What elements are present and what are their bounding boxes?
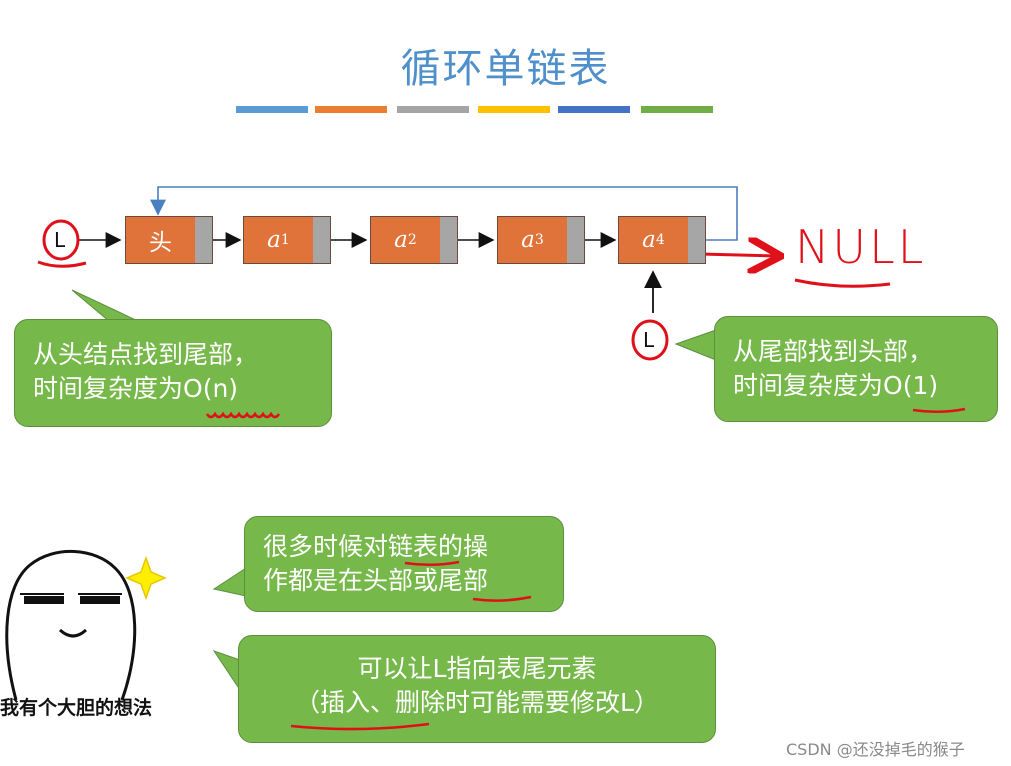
node-label: 头 (149, 230, 172, 256)
node-data: 头 (125, 216, 196, 264)
idea2-line2: （插入、删除时可能需要修改L） (295, 688, 659, 717)
idea1-line2: 作都是在头部或尾部 (263, 566, 489, 595)
bubble-tail-right (674, 329, 717, 361)
node-pointer-field (440, 216, 458, 264)
color-bar (315, 106, 387, 113)
node-subscript: 4 (655, 232, 665, 248)
node-pointer-field (567, 216, 585, 264)
node-subscript: 1 (280, 232, 290, 248)
tail-pointer-label: L (643, 328, 655, 352)
tail-pointer-circle (631, 319, 669, 361)
null-arrow (699, 254, 778, 256)
bubble-tail-left (71, 289, 141, 323)
bubble-head-to-tail: 从头结点找到尾部， 时间复杂度为O(n) (14, 319, 332, 427)
bubble-right-prefix: 时间复杂度为 (733, 371, 884, 400)
bubble-left-line1: 从头结点找到尾部， (33, 340, 259, 369)
color-bar (558, 106, 630, 113)
complexity-on-scribble (205, 411, 281, 419)
node-pointer-field (313, 216, 331, 264)
idea1-underlines (404, 560, 532, 602)
head-pointer-circle (42, 219, 80, 261)
idea1-line1: 很多时候对链表的操 (263, 532, 489, 561)
node-label: a (642, 227, 656, 253)
bubble-right-line2: 时间复杂度为O(1) (733, 369, 938, 403)
sparkle-icon (125, 555, 167, 601)
node-pointer-field (195, 216, 213, 264)
idea2-line1: 可以让L指向表尾元素 (357, 654, 597, 683)
node-subscript: 2 (407, 232, 417, 248)
node-label: a (521, 227, 535, 253)
bubble-right-line1: 从尾部找到头部， (733, 337, 934, 366)
node-label: a (394, 227, 408, 253)
color-bar (236, 106, 308, 113)
watermark: CSDN @还没掉毛的猴子 (786, 740, 965, 759)
node-pointer-field (688, 216, 706, 264)
bubble-left-prefix: 时间复杂度为 (33, 374, 184, 403)
circular-link-arrow (150, 186, 738, 241)
color-bar (478, 106, 550, 113)
bubble-tail-idea1 (212, 567, 247, 597)
node-label: a (267, 227, 281, 253)
bubble-idea-operations: 很多时候对链表的操 作都是在头部或尾部 (244, 516, 564, 612)
bubble-tail-idea2 (212, 650, 241, 692)
idea2-underline (290, 722, 430, 731)
null-underline (794, 278, 891, 288)
bubble-tail-to-head: 从尾部找到头部， 时间复杂度为O(1) (714, 316, 998, 422)
color-bar (397, 106, 469, 113)
node-subscript: 3 (534, 232, 544, 248)
color-bar (641, 106, 713, 113)
meme-caption: 我有个大胆的想法 (0, 697, 153, 719)
head-pointer-underline (37, 260, 87, 268)
head-pointer-label: L (54, 228, 66, 252)
bubble-idea-tail-pointer: 可以让L指向表尾元素 （插入、删除时可能需要修改L） (238, 635, 716, 743)
bubble-left-line2: 时间复杂度为O(n) (33, 372, 258, 406)
null-annotation: NULL (795, 220, 927, 274)
page-title: 循环单链表 (400, 46, 611, 92)
meme-face (5, 549, 137, 701)
complexity-o1: O(1) (883, 371, 939, 400)
complexity-o1-underline (912, 407, 966, 413)
complexity-on: O(n) (183, 374, 239, 403)
